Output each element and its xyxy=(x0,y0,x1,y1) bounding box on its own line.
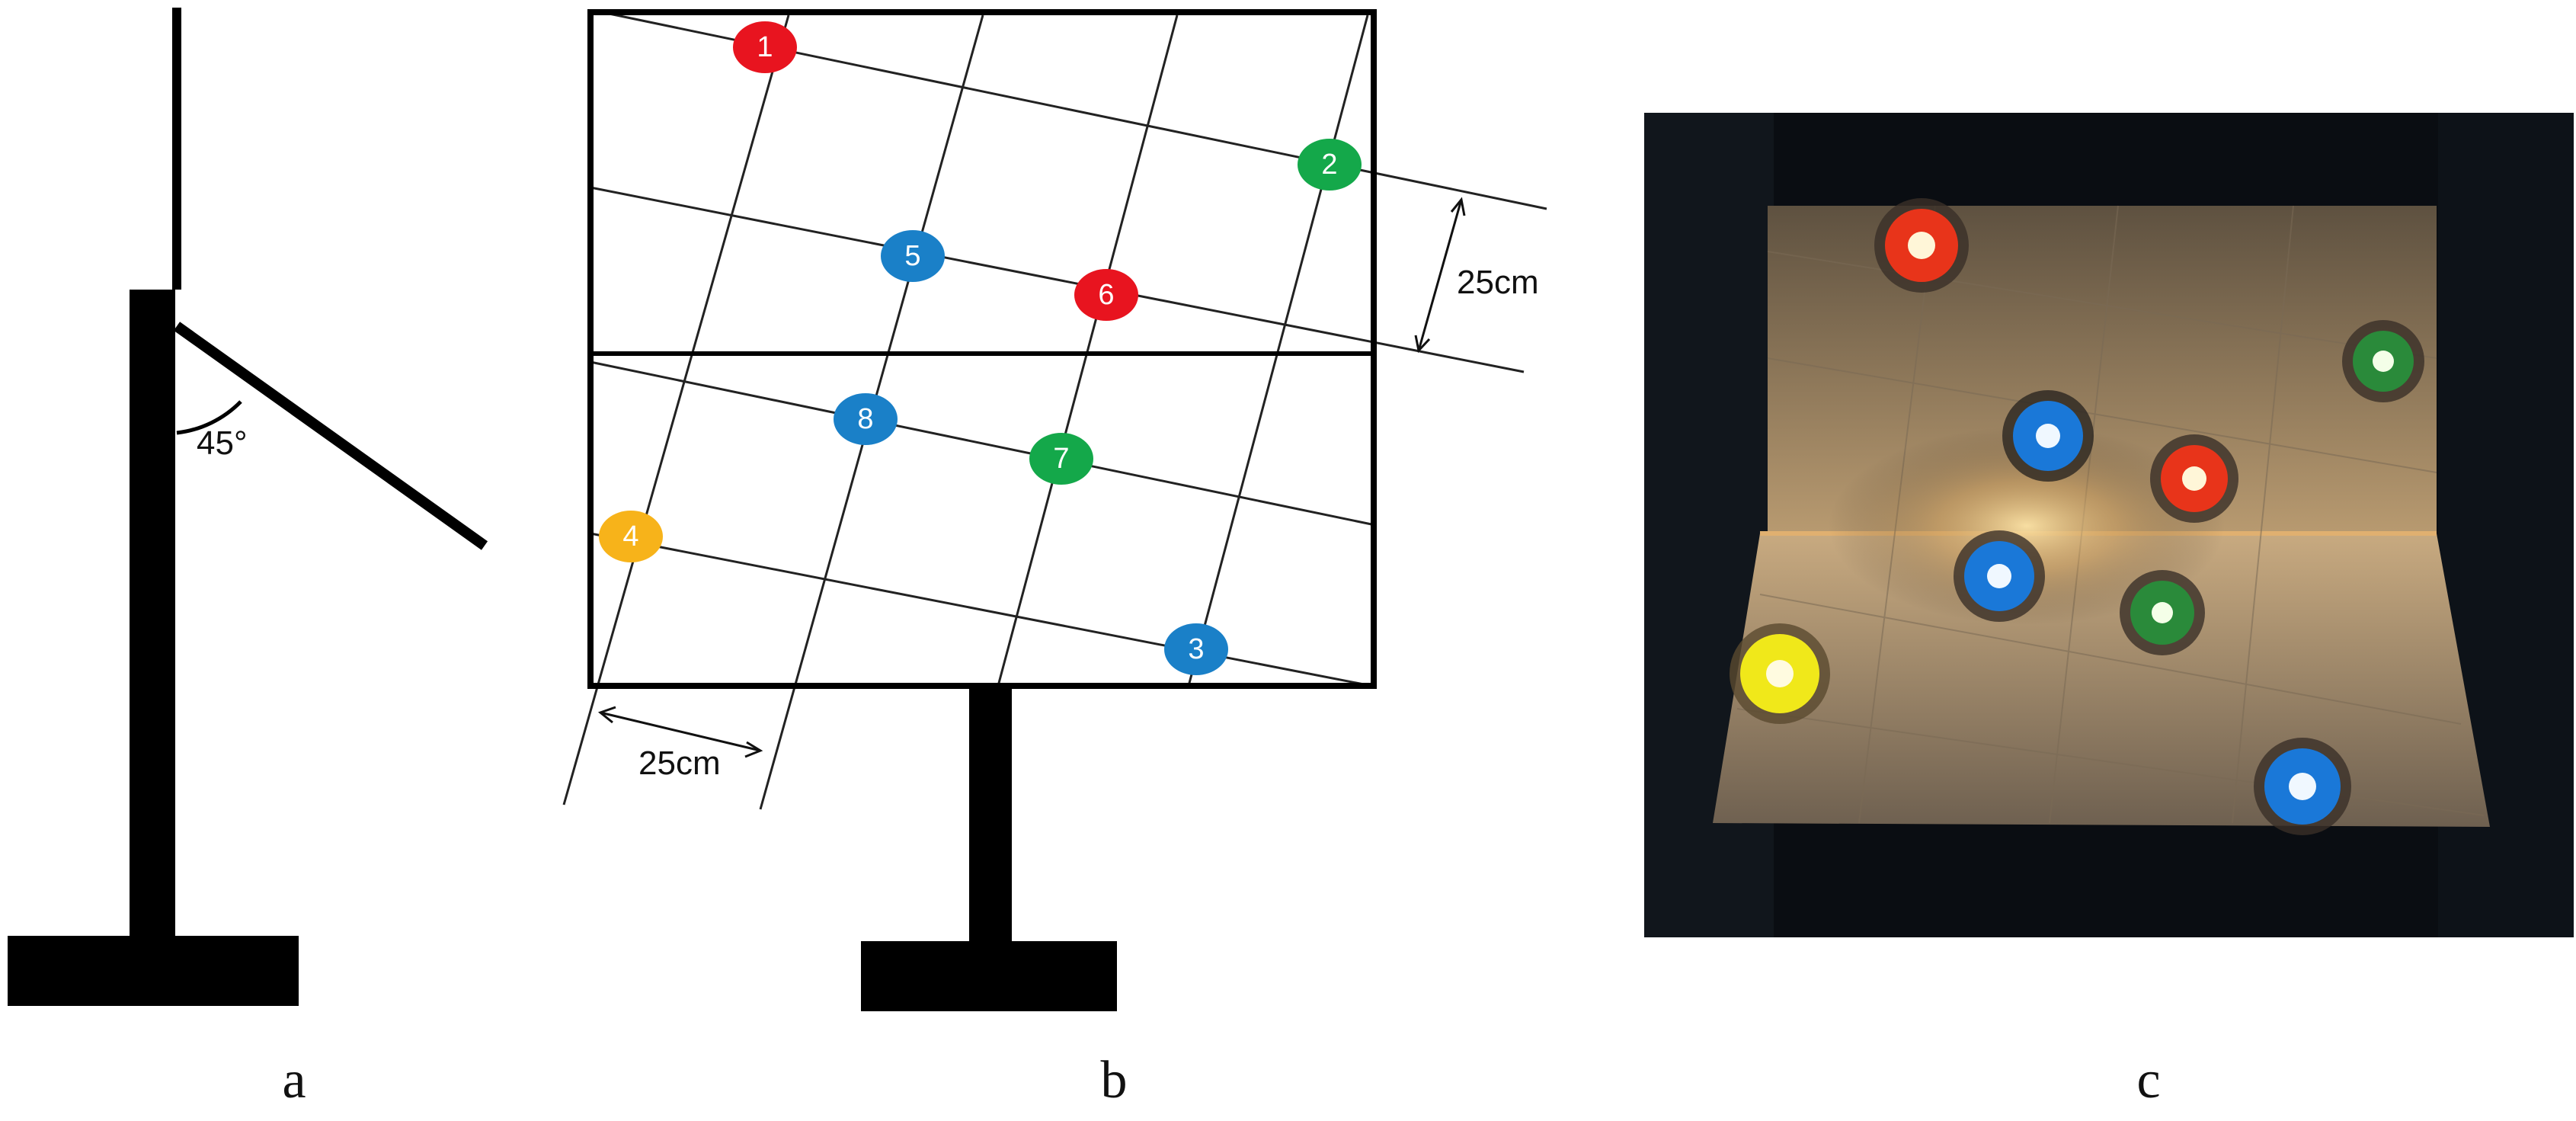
dim-horizontal-label: 25cm xyxy=(638,745,721,782)
photo-center-glow xyxy=(1829,427,2225,625)
grid-col-line xyxy=(562,14,790,806)
dimension-vertical xyxy=(1414,197,1466,354)
dimension-horizontal xyxy=(597,706,763,758)
caption-a: a xyxy=(282,1051,306,1110)
grid-row-line xyxy=(590,532,1372,687)
angle-arc xyxy=(176,400,242,435)
grid-row-line xyxy=(590,360,1372,526)
lamp-blue-8 xyxy=(1954,530,2045,622)
grid-row-line xyxy=(590,186,1525,373)
marker-4: 4 xyxy=(599,511,663,562)
grid-lines xyxy=(562,11,1547,810)
board-frame xyxy=(587,9,1377,689)
svg-text:5: 5 xyxy=(904,240,920,272)
lamp-green-7 xyxy=(2120,570,2205,655)
base-plate xyxy=(8,936,299,1006)
svg-text:2: 2 xyxy=(1321,149,1337,181)
panel-a: 45° a xyxy=(8,8,488,1110)
svg-text:4: 4 xyxy=(622,520,638,552)
panel-b: 25cm 25cm 1 2 3 4 5 xyxy=(562,9,1547,1110)
panel-c: c xyxy=(1644,113,2574,1110)
svg-text:8: 8 xyxy=(857,403,873,435)
lamp-yellow-4 xyxy=(1730,623,1830,724)
svg-text:1: 1 xyxy=(757,31,773,63)
support-post xyxy=(130,290,175,936)
stand-base xyxy=(861,941,1117,1011)
lamp-green-2 xyxy=(2342,320,2424,402)
tilted-panel xyxy=(173,322,488,550)
lamp-red-1 xyxy=(1874,198,1969,293)
angle-label: 45° xyxy=(197,424,248,462)
grid-col-line xyxy=(997,14,1179,687)
marker-7: 7 xyxy=(1029,433,1093,485)
marker-1: 1 xyxy=(733,21,797,73)
marker-2: 2 xyxy=(1298,139,1362,191)
caption-c: c xyxy=(2136,1051,2160,1110)
lamp-blue-3 xyxy=(2254,738,2351,835)
lamp-blue-5 xyxy=(2002,390,2094,482)
svg-text:3: 3 xyxy=(1188,633,1204,665)
grid-col-line xyxy=(1187,14,1369,687)
caption-b: b xyxy=(1101,1051,1128,1110)
svg-text:6: 6 xyxy=(1098,279,1114,311)
lamp-red-6 xyxy=(2150,434,2238,523)
dim-vertical-label: 25cm xyxy=(1457,264,1539,301)
stand-post xyxy=(969,686,1012,941)
marker-8: 8 xyxy=(834,393,898,445)
marker-5: 5 xyxy=(881,230,945,282)
marker-6: 6 xyxy=(1074,269,1138,321)
svg-text:7: 7 xyxy=(1053,443,1069,475)
marker-3: 3 xyxy=(1164,623,1228,675)
